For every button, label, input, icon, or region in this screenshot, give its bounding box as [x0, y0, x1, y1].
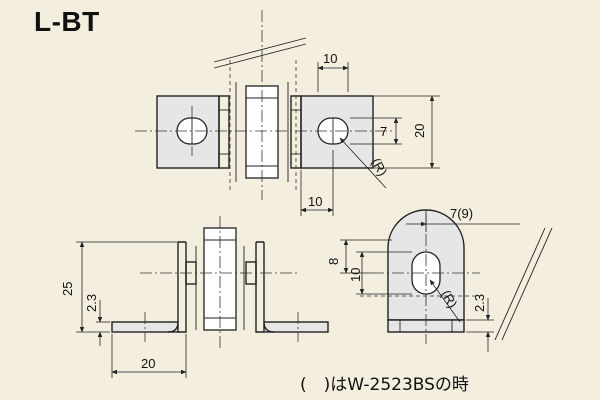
right-base-flange	[263, 321, 329, 333]
front-view: 25 2.3 20	[60, 216, 329, 378]
side-10-dim: 10	[348, 268, 363, 282]
top-bottom-width-dim: 10	[308, 194, 322, 209]
side-offset-dim: 7(9)	[450, 206, 473, 221]
product-code-title: L-BT	[34, 6, 100, 37]
top-slot-dim: 7	[380, 124, 387, 139]
top-height-dim: 20	[412, 124, 427, 138]
front-height-dim: 25	[60, 282, 75, 296]
side-thickness-dim: 2.3	[472, 294, 487, 312]
front-thickness-dim: 2.3	[84, 294, 99, 312]
top-width-dim: 10	[323, 51, 337, 66]
side-view: 7(9) 8 10 (R) 2.3	[326, 206, 553, 352]
side-8-dim: 8	[326, 258, 341, 265]
top-view: 10 7 20 (R) 10	[135, 10, 440, 216]
variant-note: ( )はW-2523BSの時	[300, 375, 469, 395]
front-base-dim: 20	[141, 356, 155, 371]
